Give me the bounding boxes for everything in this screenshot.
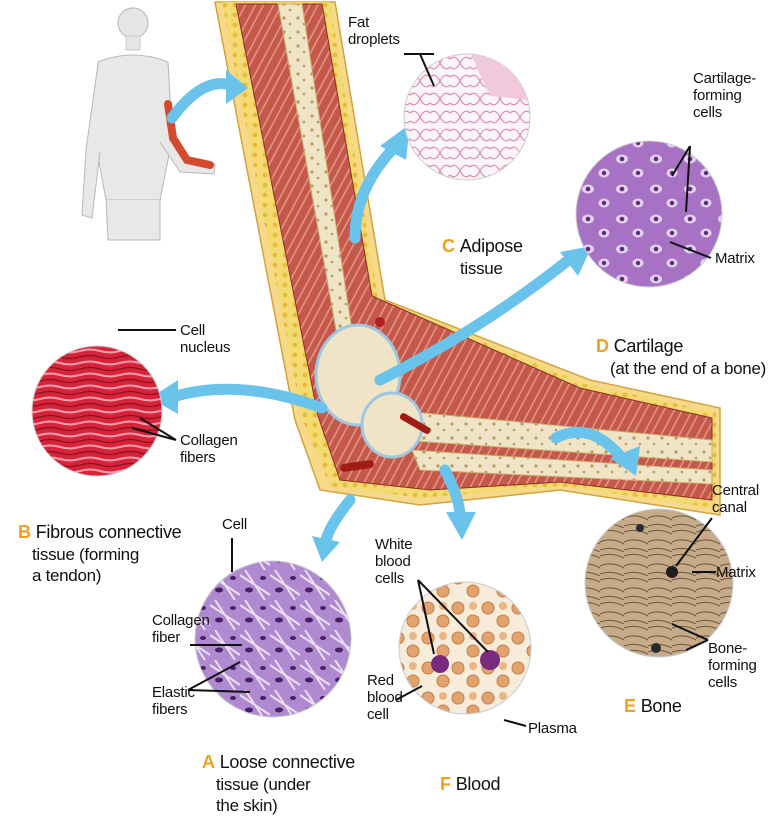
label-red-blood-cell: Red blood cell: [367, 672, 403, 723]
bone-letter: E: [624, 696, 636, 716]
bone-micrograph: [585, 509, 733, 657]
bone-title-text: Bone: [641, 696, 682, 716]
adipose-letter: C: [442, 236, 455, 256]
blood-title-text: Blood: [456, 774, 501, 794]
cartilage-subtitle: (at the end of a bone): [610, 358, 766, 379]
label-bone-forming-cells: Bone- forming cells: [708, 640, 757, 691]
label-collagen-fiber: Collagen fiber: [152, 612, 210, 646]
fibrous-subtitle: tissue (forming a tendon): [32, 544, 139, 586]
label-cell-nucleus: Cell nucleus: [180, 322, 230, 356]
fibrous-title-text: Fibrous connective: [36, 522, 182, 542]
label-plasma: Plasma: [528, 720, 577, 737]
label-cell: Cell: [222, 516, 247, 533]
loose-title-text: Loose connective: [220, 752, 355, 772]
label-cartilage-forming-cells: Cartilage- forming cells: [693, 70, 756, 121]
loose-subtitle: tissue (under the skin): [216, 774, 310, 816]
loose-letter: A: [202, 752, 215, 772]
adipose-subtitle: tissue: [460, 258, 503, 279]
label-fat-droplets: Fat droplets: [348, 14, 400, 48]
label-bone-matrix: Matrix: [716, 564, 756, 581]
label-central-canal: Central canal: [712, 482, 759, 516]
cartilage-letter: D: [596, 336, 609, 356]
label-cartilage-matrix: Matrix: [715, 250, 755, 267]
adipose-title-text: Adipose: [460, 236, 523, 256]
fibrous-letter: B: [18, 522, 31, 542]
blood-micrograph: [399, 582, 531, 714]
adipose-micrograph: [404, 52, 530, 180]
cartilage-title-text: Cartilage: [614, 336, 683, 356]
label-elastic-fibers: Elastic fibers: [152, 684, 195, 718]
fibrous-micrograph: [32, 346, 162, 476]
loose-micrograph: [195, 561, 351, 717]
cartilage-micrograph: [576, 141, 722, 287]
label-white-blood-cells: White blood cells: [375, 536, 412, 587]
human-figure: [82, 8, 215, 240]
blood-letter: F: [440, 774, 451, 794]
label-collagen-fibers: Collagen fibers: [180, 432, 238, 466]
